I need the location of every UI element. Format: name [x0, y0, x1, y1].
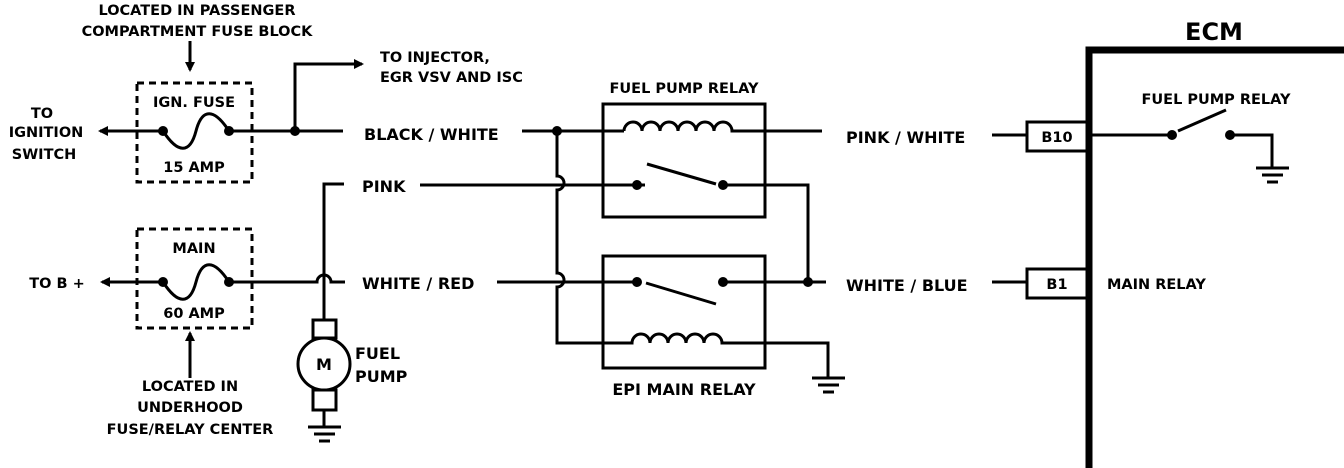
relay-coil-feed-wire — [555, 131, 624, 345]
fuel-pump-label-line2: PUMP — [355, 367, 408, 386]
fuel-pump-relay-title: FUEL PUMP RELAY — [609, 81, 759, 97]
ecm-ground-symbol — [1256, 166, 1289, 184]
fuel-pump-top-terminal — [311, 318, 338, 340]
pink-wire-to-pump — [322, 182, 344, 305]
pink-white-circuit: PINK / WHITE — [846, 128, 1027, 147]
pink-circuit: PINK — [322, 177, 637, 305]
ecm-driver-switch-arm — [1177, 108, 1227, 133]
wire-label-pink: PINK — [362, 177, 406, 196]
passenger-fuse-block-note: LOCATED IN PASSENGER COMPARTMENT FUSE BL… — [82, 3, 314, 72]
ecm-main-relay-label: MAIN RELAY — [1107, 277, 1206, 293]
wire-label-white-red: WHITE / RED — [362, 274, 474, 293]
ign-fuse-name: IGN. FUSE — [153, 95, 235, 111]
terminal-b1-box — [1025, 267, 1089, 300]
fuel-pump-bottom-terminal — [311, 388, 338, 412]
underhood-note-line2: UNDERHOOD — [137, 400, 243, 416]
ecm-module: ECM B10 B1 FUEL PUMP RELAY MAIN RELAY — [1025, 18, 1344, 468]
to-ignition-line1: TO — [31, 106, 53, 122]
white-blue-splice-dot — [803, 277, 813, 287]
passenger-note-line2: COMPARTMENT FUSE BLOCK — [82, 24, 314, 40]
underhood-note-line3: FUSE/RELAY CENTER — [107, 422, 274, 438]
underhood-note-line1: LOCATED IN — [142, 379, 238, 395]
fuel-pump-motor: M FUEL PUMP — [296, 305, 408, 427]
fuel-pump-motor-symbol: M — [316, 355, 332, 374]
fuel-pump-label-line1: FUEL — [355, 344, 400, 363]
main-fuse-name: MAIN — [172, 241, 215, 257]
to-ignition-line2: IGNITION — [9, 125, 84, 141]
fuel-pump-ground-symbol — [308, 425, 341, 443]
main-fuse-link — [161, 263, 231, 301]
terminal-b10-label: B10 — [1041, 130, 1072, 146]
epi-main-relay-box — [601, 254, 767, 370]
to-ignition-line3: SWITCH — [12, 147, 77, 163]
ign-fuse-link — [161, 112, 231, 150]
to-b-plus-label: TO B + — [29, 276, 85, 292]
main-fuse-out-wire — [229, 273, 345, 284]
ign-fuse-rating: 15 AMP — [163, 160, 225, 176]
to-injector-arrow — [293, 59, 364, 131]
fuel-pump-relay-out-wire — [723, 183, 810, 282]
main-fuse-block: MAIN 60 AMP — [135, 227, 254, 330]
epi-main-relay: EPI MAIN RELAY — [601, 254, 830, 399]
ecm-fuel-pump-relay-label: FUEL PUMP RELAY — [1141, 92, 1291, 108]
ecm-driver-contact-left — [1167, 130, 1177, 140]
fuel-pump-relay-coil — [622, 120, 822, 133]
terminal-b10-box — [1025, 120, 1089, 153]
epi-main-relay-coil — [624, 332, 830, 378]
underhood-fuse-note: LOCATED IN UNDERHOOD FUSE/RELAY CENTER — [107, 331, 274, 438]
white-red-circuit: WHITE / RED — [229, 273, 637, 293]
wire-label-black-white: BLACK / WHITE — [364, 125, 499, 144]
to-ignition-switch: TO IGNITION SWITCH — [9, 106, 163, 163]
fuel-pump-relay-switch-arm — [646, 162, 717, 186]
ecm-title: ECM — [1185, 18, 1243, 46]
epi-relay-ground-symbol — [812, 376, 845, 394]
fuel-pump-relay: FUEL PUMP RELAY — [601, 81, 822, 219]
to-injector-line1: TO INJECTOR, — [380, 50, 490, 66]
main-fuse-dashed-box — [135, 227, 254, 330]
ecm-outline — [1085, 46, 1344, 468]
terminal-b1-label: B1 — [1046, 277, 1067, 293]
wire-label-white-blue: WHITE / BLUE — [846, 276, 968, 295]
white-blue-circuit: WHITE / BLUE — [723, 183, 1027, 295]
black-white-circuit: TO INJECTOR, EGR VSV AND ISC BLACK / WHI… — [229, 50, 624, 144]
wire-label-pink-white: PINK / WHITE — [846, 128, 965, 147]
fuel-pump-relay-box — [601, 102, 767, 219]
epi-main-relay-title: EPI MAIN RELAY — [612, 380, 756, 399]
passenger-note-line1: LOCATED IN PASSENGER — [98, 3, 295, 19]
to-injector-line2: EGR VSV AND ISC — [380, 70, 523, 86]
to-battery: TO B + — [29, 276, 163, 292]
ecm-driver-ground-wire — [1230, 133, 1274, 168]
main-fuse-rating: 60 AMP — [163, 306, 225, 322]
epi-main-relay-switch-arm — [645, 281, 717, 306]
